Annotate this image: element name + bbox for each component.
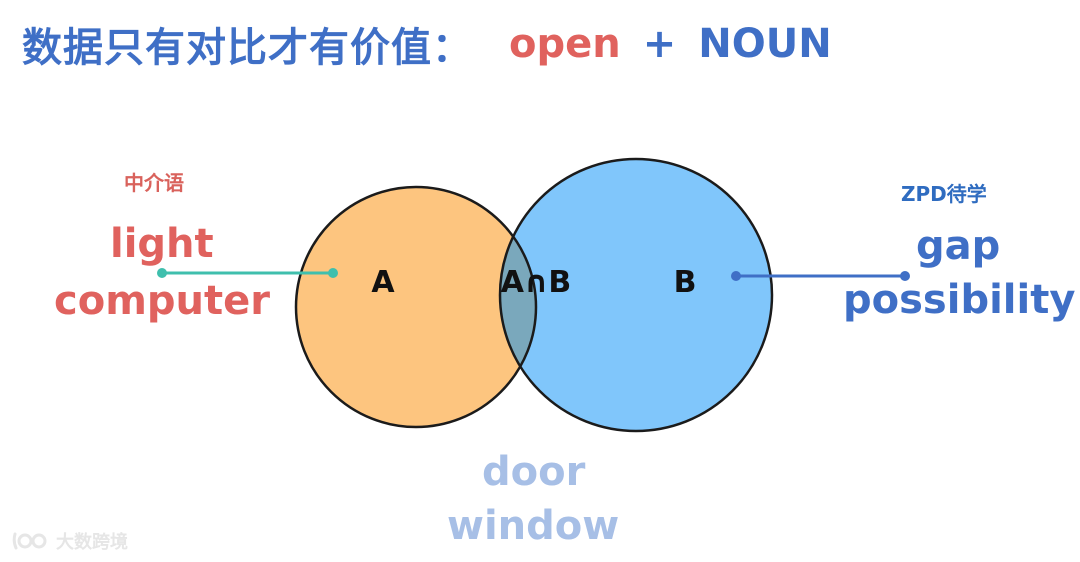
right-connector-dot-outer	[900, 271, 910, 281]
title-prefix: 数据只有对比才有价值：	[22, 25, 473, 71]
set-b-circle	[500, 159, 772, 431]
set-a-outline	[294, 185, 538, 429]
title-open: open	[509, 21, 621, 67]
intersection-word-door: door	[482, 449, 586, 495]
set-a-label: A	[371, 265, 395, 300]
right-word-possibility: possibility	[843, 277, 1076, 323]
right-tag-zpd: ZPD待学	[901, 182, 987, 206]
watermark-text: 大数跨境	[56, 532, 128, 553]
set-b-outline	[498, 157, 774, 433]
title-plus: +	[642, 21, 677, 67]
intersection-word-window: window	[447, 503, 620, 549]
left-word-computer: computer	[54, 278, 270, 324]
right-connector-dot-inner	[731, 271, 741, 281]
watermark: 大数跨境	[12, 528, 128, 554]
page-title: 数据只有对比才有价值： open + NOUN	[22, 14, 832, 74]
left-tag-interlanguage: 中介语	[124, 171, 184, 195]
left-connector-dot-inner	[328, 268, 338, 278]
left-connector-dot-outer	[157, 268, 167, 278]
left-word-light: light	[110, 221, 214, 267]
title-noun: NOUN	[698, 21, 832, 67]
set-a-circle	[296, 187, 536, 427]
right-word-gap: gap	[916, 223, 1001, 269]
intersection-label: A∩B	[501, 265, 571, 300]
set-b-label: B	[674, 265, 697, 300]
watermark-logo-icon	[12, 532, 47, 550]
